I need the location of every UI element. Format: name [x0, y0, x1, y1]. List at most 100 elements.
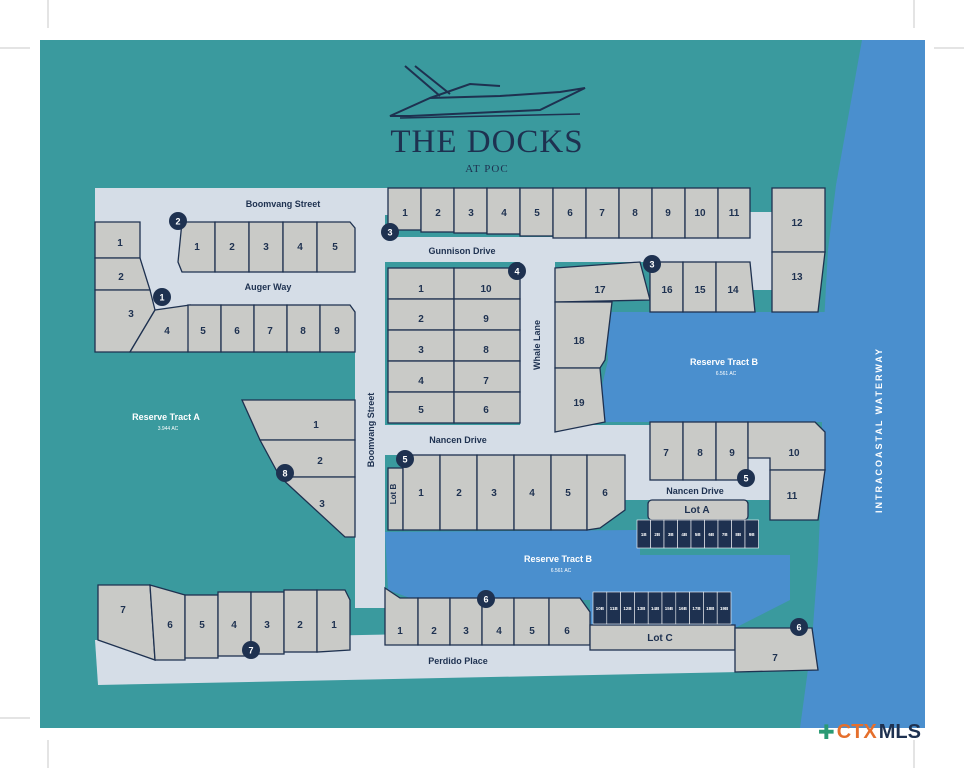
street-label-whale: Whale Lane	[532, 320, 542, 370]
section-marker-number: 7	[248, 646, 253, 656]
street-label-boomvang-side: Boomvang Street	[366, 393, 376, 468]
lot-number: 9	[665, 208, 671, 219]
boat-slip: 1B	[636, 519, 651, 549]
street-label-boomvang-top: Boomvang Street	[246, 199, 321, 209]
lot-number: 2	[229, 242, 235, 253]
lot-number: 4	[164, 326, 170, 337]
watermark-ctx: CTX	[836, 720, 877, 743]
lot-number: 4	[297, 242, 303, 253]
section-marker-number: 3	[649, 260, 654, 270]
lot-number: 5	[200, 326, 206, 337]
lot-number: 11	[729, 208, 740, 219]
boat-slip: 5B	[690, 519, 705, 549]
street-label-gunnison: Gunnison Drive	[428, 246, 495, 256]
slip-label: 11B	[610, 606, 619, 611]
lot-number: 5	[199, 620, 205, 631]
lot-number: 4	[418, 376, 424, 387]
lot-number: 3	[319, 499, 325, 510]
lot-number: 1	[418, 488, 424, 499]
lot-number: 7	[663, 448, 669, 459]
boat-slip: 13B	[634, 591, 649, 625]
lot-number: 7	[120, 605, 126, 616]
section-marker: 6	[477, 590, 495, 608]
lot-number: 8	[632, 208, 638, 219]
slip-label: 18B	[706, 606, 715, 611]
lot-number: 2	[297, 620, 303, 631]
section-marker-number: 5	[402, 455, 407, 465]
lot-number: 8	[300, 326, 306, 337]
boat-slip: 18B	[703, 591, 718, 625]
logo-title: THE DOCKS	[390, 124, 583, 160]
boat-slip: 14B	[647, 591, 663, 625]
slip-label: 7B	[722, 532, 729, 537]
lot-number: 5	[534, 208, 540, 219]
lot-number: 3	[468, 208, 474, 219]
reserve-a-name: Reserve Tract A	[132, 412, 200, 422]
street-label-nancen-right: Nancen Drive	[666, 486, 724, 496]
waterway-label: INTRACOASTAL WATERWAY	[874, 347, 884, 513]
lot-number: 5	[332, 242, 338, 253]
lot-number: 1	[194, 242, 200, 253]
section-2-lots	[177, 221, 356, 273]
boat-slip: 12B	[620, 591, 635, 625]
boat-slip: 3B	[663, 519, 678, 549]
lot-number: 2	[118, 272, 124, 283]
lot-number: 5	[529, 626, 535, 637]
lot-number: 7	[772, 653, 778, 664]
slip-label: 14B	[651, 606, 660, 611]
lot-number: 7	[267, 326, 273, 337]
texas-cross-icon: ✚	[818, 720, 835, 744]
lot-number: 4	[529, 488, 535, 499]
lot-number: 6	[564, 626, 570, 637]
slip-label: 2B	[654, 532, 661, 537]
section-marker: 8	[276, 464, 294, 482]
boat-slip: 4B	[677, 519, 692, 549]
lot-number: 2	[456, 488, 462, 499]
section-marker: 2	[169, 212, 187, 230]
lot-number: 10	[694, 208, 706, 219]
lot-number: 3	[128, 309, 134, 320]
street-label-nancen-mid: Nancen Drive	[429, 435, 487, 445]
lot-number: 3	[263, 242, 269, 253]
section-4-lots	[387, 267, 521, 424]
lot-number: 4	[501, 208, 507, 219]
slip-label: 19B	[720, 606, 729, 611]
slip-label: 9B	[749, 532, 756, 537]
lot-number: 12	[791, 218, 803, 229]
boat-slip: 16B	[675, 591, 690, 625]
section-marker-number: 8	[282, 469, 287, 479]
lot-number: 6	[483, 405, 489, 416]
lot-number: 5	[418, 405, 424, 416]
slip-label: 4B	[681, 532, 688, 537]
lot-number: 9	[483, 314, 489, 325]
lot-number: 2	[418, 314, 424, 325]
lot-number: 6	[602, 488, 608, 499]
street-label-perdido: Perdido Place	[428, 656, 488, 666]
lot-number: 17	[594, 285, 606, 296]
lot-number: 8	[483, 345, 489, 356]
slip-label: 6B	[708, 532, 715, 537]
reserve-b-bottom-acres: 6.561 AC	[551, 568, 572, 574]
lot-number: 1	[117, 238, 123, 249]
slip-label: 13B	[637, 606, 646, 611]
boat-slip: 7B	[717, 519, 732, 549]
section-1-lots	[94, 221, 356, 353]
lot-number: 2	[317, 456, 323, 467]
slip-label: 15B	[665, 606, 674, 611]
lot-number: 7	[483, 376, 489, 387]
lot-b-label: Lot B	[389, 484, 398, 505]
lot-number: 8	[697, 448, 703, 459]
lot-number: 13	[791, 272, 803, 283]
boat-slip: 9B	[744, 519, 759, 549]
section-7-lots	[97, 584, 351, 661]
boat-slip: 6B	[704, 519, 719, 549]
boat-slip: 11B	[606, 591, 621, 625]
lot-number: 4	[496, 626, 502, 637]
lot-number: 14	[727, 285, 739, 296]
lot-number: 3	[418, 345, 424, 356]
lot-number: 2	[435, 208, 441, 219]
